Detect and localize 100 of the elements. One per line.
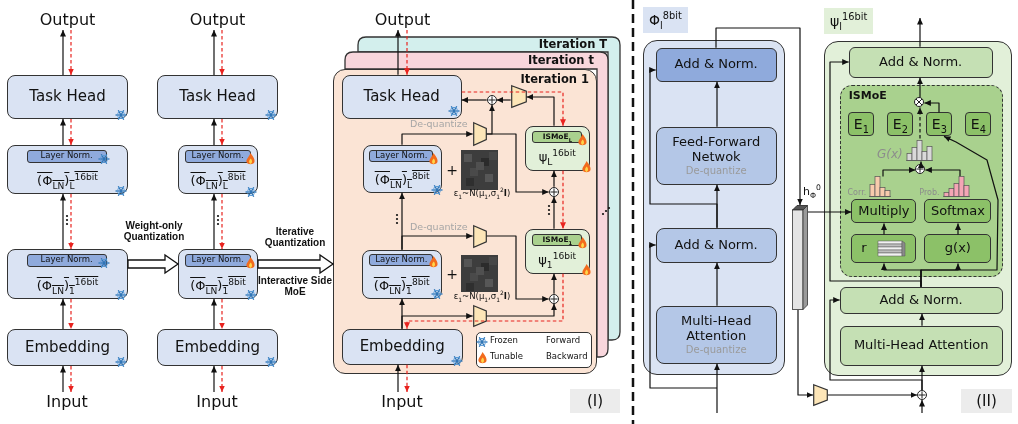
arrow — [395, 364, 401, 393]
arrow — [829, 297, 923, 391]
arrow — [60, 365, 66, 393]
node-label: r — [861, 241, 867, 257]
legend-label: Tunable — [490, 352, 523, 362]
arrow — [714, 262, 720, 307]
formula-label: ε$_{1}$~N(μ$_{1}$,σ$_{1}$$^{2}$I) — [452, 189, 512, 199]
arrow — [918, 160, 924, 168]
layer-block — [178, 249, 258, 299]
arrow — [219, 193, 225, 250]
sum-circle — [915, 164, 926, 175]
panel-label: (I) — [570, 389, 620, 413]
process-box — [848, 46, 993, 78]
expert-box — [965, 112, 992, 137]
layer-norm-box — [184, 149, 251, 163]
arrow — [60, 29, 66, 76]
projector-trapezoid — [472, 304, 487, 327]
arrow — [211, 365, 217, 393]
arrow — [395, 29, 401, 76]
heading: ISMoE — [848, 89, 887, 102]
step-label: Interactive Side MoE — [258, 275, 332, 297]
process-box — [655, 126, 777, 185]
node-label: G(x) — [877, 147, 903, 162]
note-label: De-quantize — [685, 164, 747, 177]
node-label: Softmax — [930, 203, 985, 219]
process-box — [655, 47, 777, 82]
arrow — [219, 29, 225, 76]
node-label: Add & Norm. — [674, 237, 758, 253]
arrow — [649, 67, 718, 229]
process-box — [157, 75, 278, 119]
node-label: Embedding — [174, 338, 261, 357]
legend-label: Backward — [546, 352, 588, 362]
layer-block — [7, 249, 128, 299]
note-label: De-quantize — [685, 343, 747, 356]
expert-box — [926, 112, 953, 137]
node-label: Multi-Head Attention — [679, 314, 753, 344]
layer-block — [7, 145, 128, 194]
arrow — [211, 298, 217, 330]
layer-block — [178, 145, 258, 194]
arrow — [551, 273, 557, 295]
arrow — [882, 167, 916, 177]
layer-norm-box — [369, 150, 434, 163]
layer-norm-box — [369, 254, 434, 267]
arrow — [68, 365, 74, 393]
formula-label: + — [446, 163, 458, 179]
arrow — [486, 235, 550, 302]
arrow — [68, 29, 74, 76]
node-label: Task Head — [363, 88, 440, 106]
layer-block — [361, 249, 442, 299]
arrow — [881, 222, 887, 235]
arrow — [211, 193, 217, 250]
node-label: Layer Norm. — [191, 255, 244, 266]
node-label: Add & Norm. — [879, 54, 963, 70]
layer-norm-box — [26, 253, 107, 267]
arrow — [461, 91, 566, 127]
arrow — [486, 303, 557, 317]
ismoe-region — [839, 84, 1003, 277]
legend-label: Forward — [546, 336, 581, 346]
side-module-box — [524, 125, 590, 171]
arrow — [219, 298, 225, 330]
node-label: Output — [39, 10, 96, 30]
process-box — [341, 74, 462, 119]
step-label: Weight-only Quantization — [122, 220, 186, 242]
side-label: De-quantize — [410, 119, 468, 130]
node-label: Iteration T — [538, 38, 608, 52]
heading: Iteration 1 — [520, 73, 589, 86]
process-box — [341, 328, 463, 365]
node-label: Embedding — [24, 338, 111, 357]
arrow — [649, 242, 718, 389]
arrow — [917, 106, 923, 139]
arrow — [829, 59, 922, 288]
arrow — [715, 27, 803, 206]
node-label: Layer Norm. — [40, 151, 93, 162]
arrow — [404, 364, 410, 393]
vector-bar — [792, 205, 808, 310]
node-label: E$_{2}$ — [892, 116, 908, 133]
process-box — [851, 199, 917, 224]
arrow — [401, 131, 474, 146]
node-label: Input — [196, 392, 238, 412]
ismoe-tag — [532, 131, 583, 144]
projector-trapezoid — [813, 384, 828, 406]
layer-block — [362, 144, 442, 193]
arrow — [60, 298, 66, 330]
node-label: E$_{4}$ — [970, 116, 986, 133]
arrow — [551, 196, 557, 230]
legend-label: Frozen — [490, 336, 518, 346]
arrow — [917, 17, 923, 48]
node-label: Layer Norm. — [40, 255, 93, 266]
sum-circle — [486, 94, 497, 105]
node-label: Input — [381, 392, 423, 412]
process-box — [7, 329, 128, 366]
arrow — [797, 309, 814, 398]
node-label: Add & Norm. — [674, 57, 758, 73]
process-box — [924, 234, 992, 264]
side-label: De-quantize — [410, 222, 468, 233]
node-label: Feed-Forward Netwok — [671, 135, 762, 165]
arrow — [919, 399, 925, 414]
side-module-box — [524, 228, 590, 274]
arrow — [917, 77, 923, 98]
process-box — [7, 75, 128, 119]
